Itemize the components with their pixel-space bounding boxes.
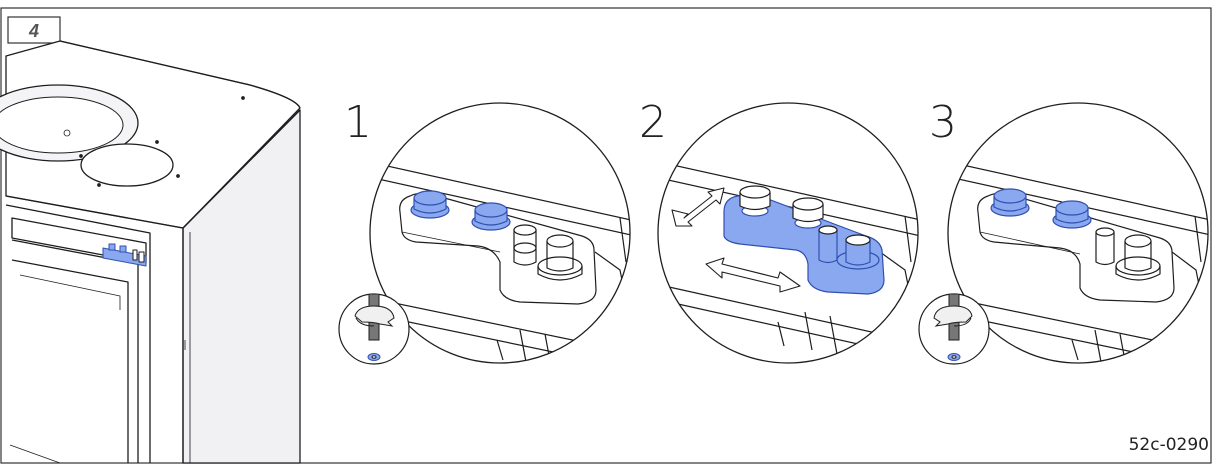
stove-overview (0, 40, 301, 464)
step-3-number: 3 (929, 97, 957, 148)
step-3-bolt-left (990, 188, 1030, 217)
step-3-nut-icon (947, 353, 961, 361)
step-2-detail: 2 (639, 97, 919, 364)
step-1-number: 1 (344, 97, 372, 148)
step-1-nut-icon (367, 353, 381, 361)
reference-code: 52c-0290 (1129, 435, 1209, 455)
step-2-bolt-right (792, 197, 824, 223)
step-1-tool-inset (338, 293, 410, 365)
step-2-number: 2 (639, 97, 667, 148)
step-1-bolt-left (410, 190, 450, 219)
step-3-tool-inset (918, 293, 990, 365)
horizontal-double-arrow-icon (705, 257, 801, 293)
diagonal-double-arrow-icon (671, 187, 725, 227)
step-1-detail: 1 (338, 97, 631, 365)
step-badge: 4 (7, 16, 61, 44)
step-2-bolt-left (739, 185, 771, 211)
step-1-bolt-right (471, 202, 511, 231)
step-3-detail: 3 (918, 97, 1209, 365)
step-3-bolt-right (1052, 200, 1092, 229)
overview-bracket (102, 243, 147, 267)
figure-frame (0, 7, 1212, 464)
step-badge-label: 4 (28, 21, 39, 41)
